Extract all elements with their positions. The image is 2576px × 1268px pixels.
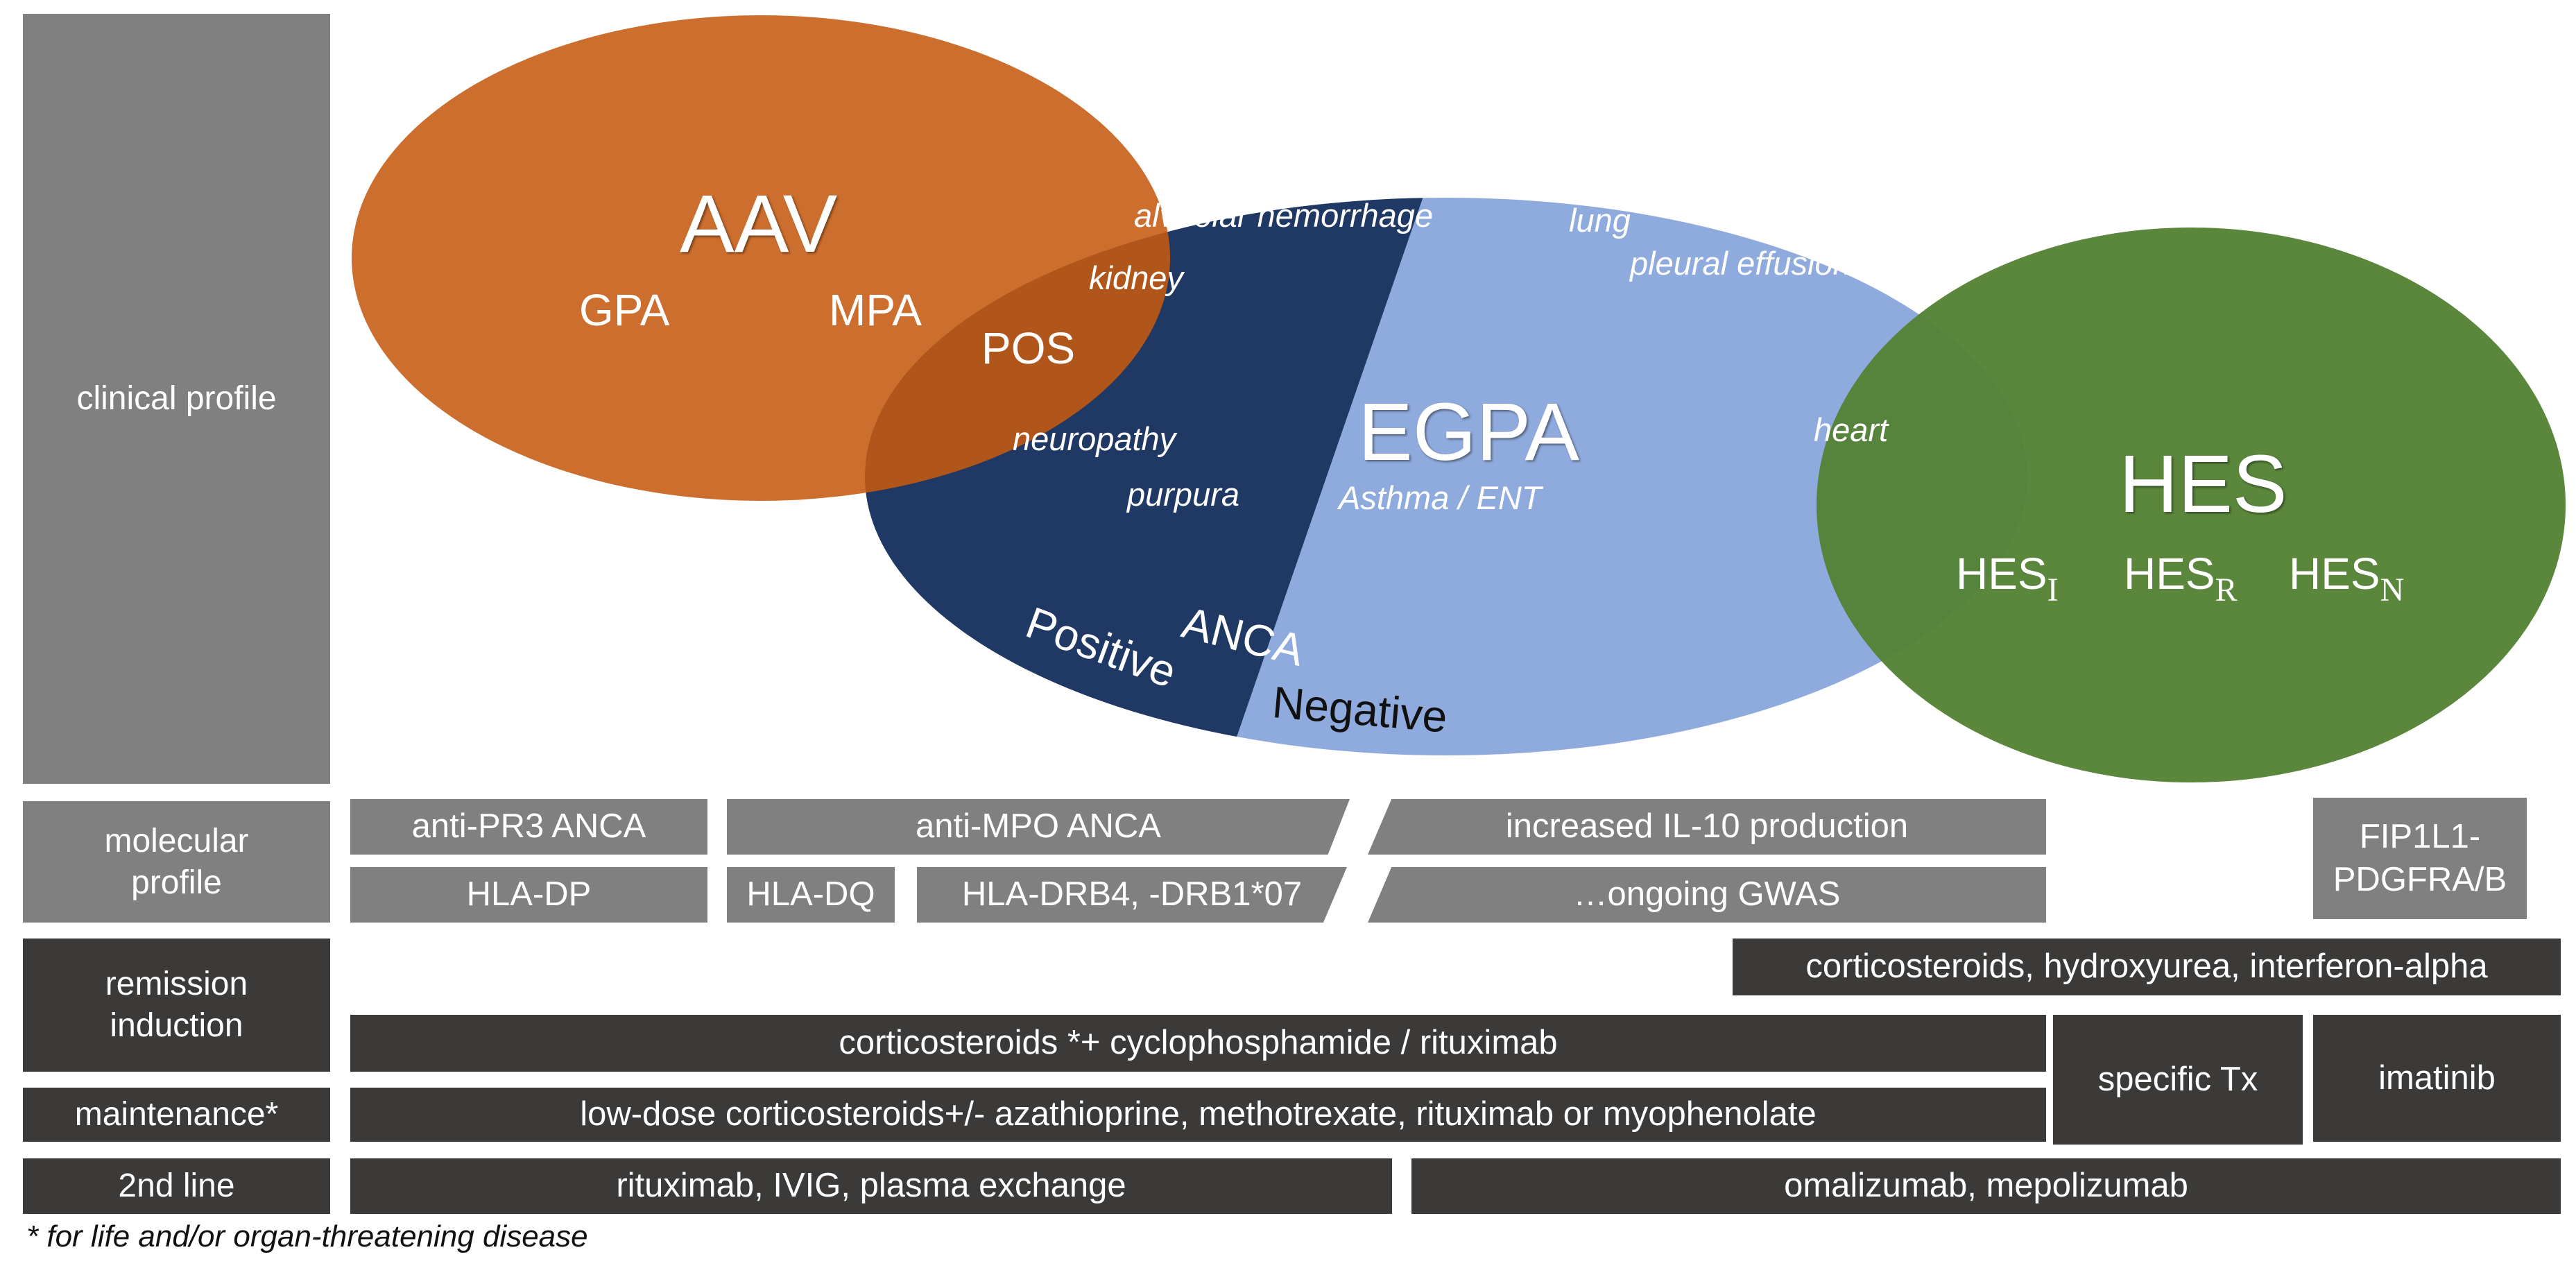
gpa-label: GPA xyxy=(579,285,670,335)
organ-neuropathy: neuropathy xyxy=(1013,420,1176,457)
treatment-remission-induction: corticosteroids *+ cyclophosphamide / ri… xyxy=(350,1015,2046,1072)
treatment-imatinib: imatinib xyxy=(2313,1015,2561,1142)
treatment-second-line-egpa: omalizumab, mepolizumab xyxy=(1411,1158,2561,1214)
organ-airway: airway xyxy=(1474,153,1568,190)
hes-subtype-r: HESR xyxy=(2124,549,2238,608)
pos-label: POS xyxy=(981,323,1076,373)
hes-title: HES xyxy=(2119,438,2287,530)
molecular-anti-mpo-anca: anti-MPO ANCA xyxy=(727,799,1350,855)
row-label-molecular-profile: molecular profile xyxy=(23,801,330,923)
organ-purpura: purpura xyxy=(1127,476,1239,513)
treatment-specific-tx: specific Tx xyxy=(2053,1015,2303,1145)
molecular-il10: increased IL-10 production xyxy=(1368,799,2046,855)
aav-ellipse xyxy=(352,15,1170,501)
hes-ellipse xyxy=(1817,228,2566,782)
molecular-hla-dq: HLA-DQ xyxy=(727,867,895,923)
venn-diagram xyxy=(352,15,2566,782)
hes-subtype-n: HESN xyxy=(2289,549,2405,608)
aav-title: AAV xyxy=(680,178,838,270)
hes-subtype-i: HESI xyxy=(1956,549,2059,608)
footnote: * for life and/or organ-threatening dise… xyxy=(26,1219,588,1253)
treatment-maintenance: low-dose corticosteroids+/- azathioprine… xyxy=(350,1088,2046,1142)
mpa-label: MPA xyxy=(829,285,922,335)
treatment-second-line-aav: rituximab, IVIG, plasma exchange xyxy=(350,1158,1392,1214)
treatment-hes-induction: corticosteroids, hydroxyurea, interferon… xyxy=(1733,939,2561,995)
row-label-clinical-profile: clinical profile xyxy=(23,14,330,784)
row-label-second-line: 2nd line xyxy=(23,1158,330,1214)
organ-pleural-effusion: pleural effusion xyxy=(1630,245,1851,282)
molecular-hla-drb: HLA-DRB4, -DRB1*07 xyxy=(917,867,1347,923)
molecular-hla-dp: HLA-DP xyxy=(350,867,707,923)
organ-kidney: kidney xyxy=(1089,259,1183,296)
organ-heart: heart xyxy=(1814,411,1889,448)
molecular-anti-pr3-anca: anti-PR3 ANCA xyxy=(350,799,707,855)
egpa-title: EGPA xyxy=(1358,386,1580,478)
molecular-fip1l1-pdgfra: FIP1L1-PDGFRA/B xyxy=(2313,798,2527,919)
organ-lung: lung xyxy=(1569,202,1631,239)
molecular-ongoing-gwas: …ongoing GWAS xyxy=(1368,867,2046,923)
row-label-remission-induction: remission induction xyxy=(23,939,330,1072)
row-label-maintenance: maintenance* xyxy=(23,1088,330,1142)
organ-alveolar-hemorrhage: alveolar hemorrhage xyxy=(1134,197,1434,234)
egpa-asthma-ent: Asthma / ENT xyxy=(1339,479,1542,516)
